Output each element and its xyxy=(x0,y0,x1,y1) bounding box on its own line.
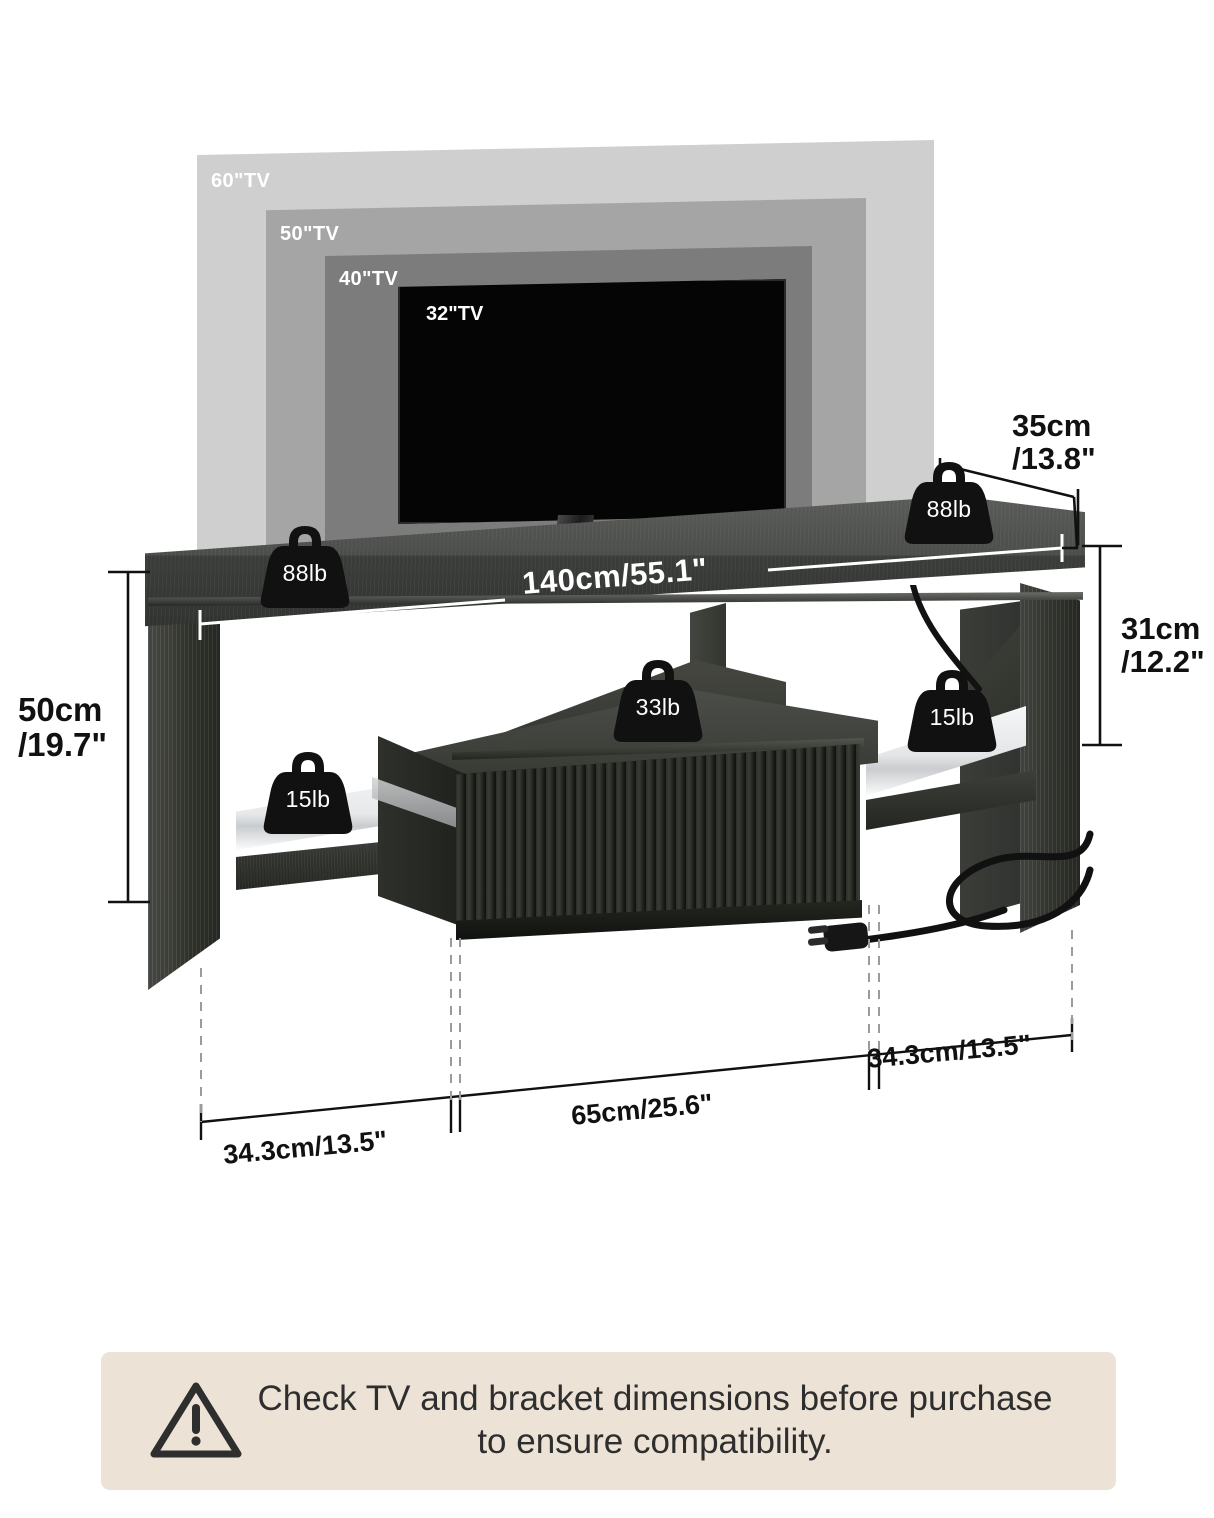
warning-triangle-icon xyxy=(150,1382,242,1458)
power-cord-upper xyxy=(910,585,982,692)
weight-icon xyxy=(263,752,353,834)
dimension-bay-center: 65cm/25.6" xyxy=(569,1088,714,1131)
weight-icon xyxy=(904,462,994,544)
weight-label: 15lb xyxy=(929,704,975,730)
drawer-front-fluted xyxy=(456,744,860,934)
tv-size-label-32: 32"TV xyxy=(426,303,484,325)
tv-size-label-60: 60"TV xyxy=(211,170,271,192)
warning-text: Check TV and bracket dimensions before p… xyxy=(257,1379,1053,1461)
drawer-flute-texture xyxy=(456,744,860,934)
dimension-height-in: /19.7" xyxy=(18,725,108,763)
tv-screen xyxy=(398,279,786,524)
tv-size-label-40: 40"TV xyxy=(339,268,399,290)
dimension-height-cm: 50cm xyxy=(18,691,103,728)
weight-label: 88lb xyxy=(926,496,972,522)
weight-icon xyxy=(613,660,703,742)
compatibility-warning-banner: Check TV and bracket dimensions before p… xyxy=(101,1352,1116,1490)
weight-label: 15lb xyxy=(285,786,331,812)
power-plug-icon xyxy=(808,922,869,952)
power-cord-icon xyxy=(808,830,1094,952)
weight-label: 33lb xyxy=(635,694,681,720)
television: 32"TV xyxy=(398,279,786,524)
dimension-total-height: 50cm /19.7" xyxy=(18,691,108,763)
cabinet-leg-left xyxy=(148,560,220,990)
weight-badge-top-right: 88lb xyxy=(897,452,1001,544)
weight-badge-shelf-left: 15lb xyxy=(256,742,360,834)
cabinet-leg-right xyxy=(1020,583,1080,933)
dimension-bay-right: 34.3cm/13.5" xyxy=(865,1029,1033,1074)
dimension-opening-cm: 31cm xyxy=(1121,611,1201,646)
dimension-opening-in: /12.2" xyxy=(1121,643,1205,679)
weight-badge-middle: 33lb xyxy=(606,650,710,742)
dimension-bay-left: 34.3cm/13.5" xyxy=(221,1125,389,1170)
weight-badge-top-left: 88lb xyxy=(253,516,357,608)
tv-size-label-50: 50"TV xyxy=(280,223,340,245)
dimension-opening-height: 31cm /12.2" xyxy=(1121,611,1205,679)
dimension-depth-in: /13.8" xyxy=(1012,440,1096,476)
weight-label: 88lb xyxy=(282,560,328,586)
weight-badge-shelf-right: 15lb xyxy=(900,660,1004,752)
dimension-depth: 35cm /13.8" xyxy=(1012,408,1096,476)
dimension-depth-cm: 35cm xyxy=(1012,408,1092,443)
weight-icon xyxy=(907,670,997,752)
weight-icon xyxy=(260,526,350,608)
